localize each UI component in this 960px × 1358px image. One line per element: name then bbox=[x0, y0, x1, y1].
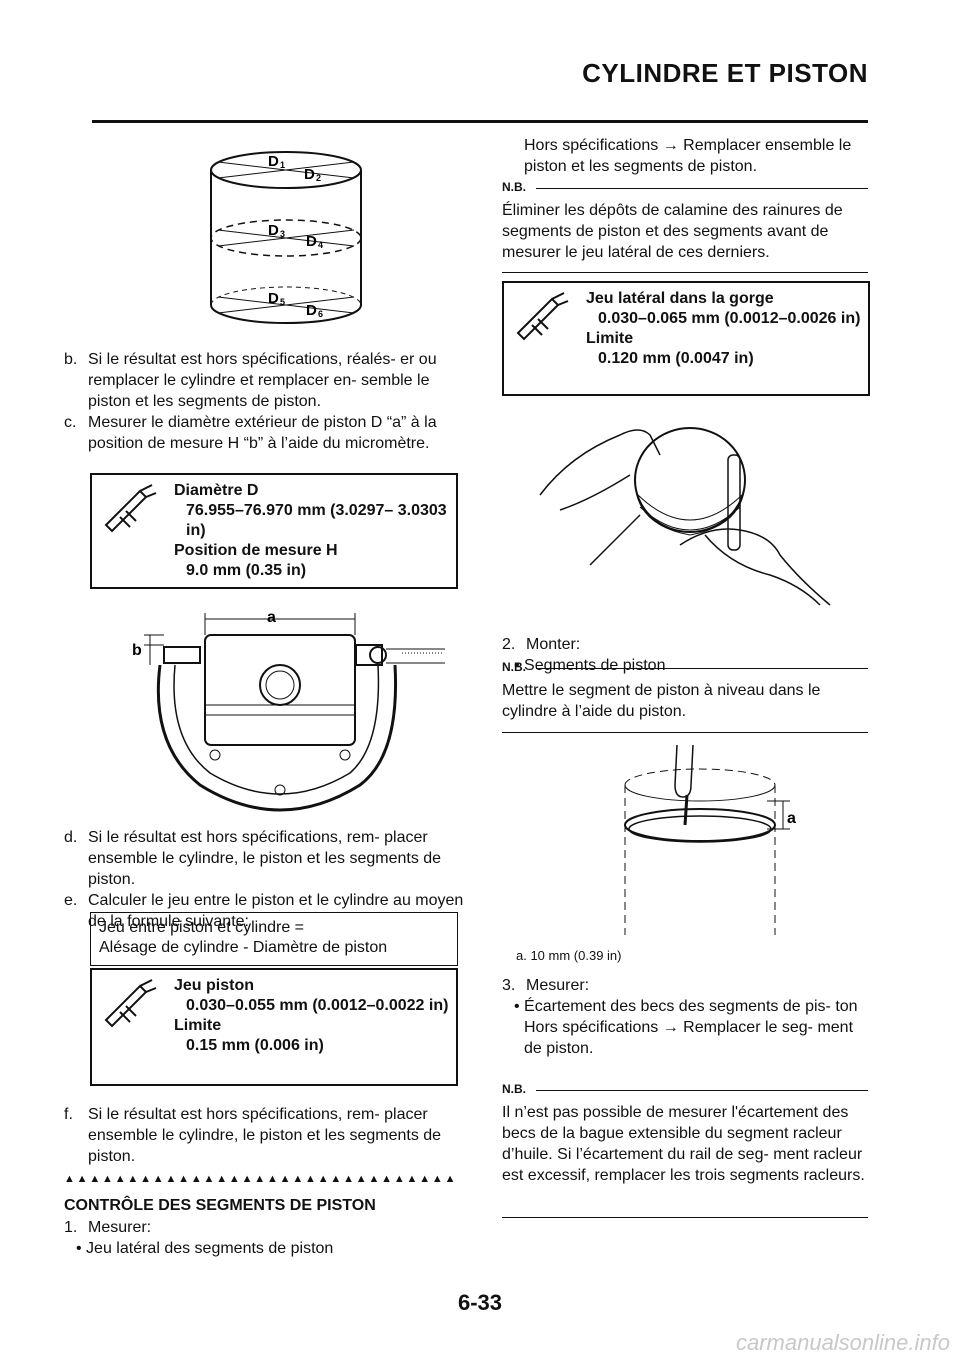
caliper-icon bbox=[104, 484, 157, 533]
step-2: 2.Monter: • Segments de piston bbox=[502, 636, 666, 674]
step-d: d.Si le résultat est hors spécifications… bbox=[64, 829, 442, 888]
spec-box-ring-side-clearance: Jeu latéral dans la gorge 0.030–0.065 mm… bbox=[502, 281, 870, 396]
svg-text:1: 1 bbox=[280, 160, 285, 170]
step-f: f.Si le résultat est hors spécifications… bbox=[64, 1106, 442, 1165]
step-c: c.Mesurer le diamètre extérieur de pisto… bbox=[64, 414, 437, 452]
note-2-rule bbox=[502, 732, 868, 733]
note-1: N.B. Éliminer les dépôts de calamine des… bbox=[502, 180, 868, 263]
label-b: b bbox=[132, 642, 142, 659]
note-2: N.B. Mettre le segment de piston à nivea… bbox=[502, 660, 868, 722]
note-1-rule bbox=[502, 272, 868, 273]
step-1: 1.Mesurer: • Jeu latéral des segments de… bbox=[64, 1219, 334, 1257]
cylinder-diagram: D 1 D 2 D 3 D 4 D 5 D 6 bbox=[210, 151, 362, 324]
label-d6: D bbox=[306, 302, 317, 319]
svg-text:2: 2 bbox=[316, 173, 321, 183]
figure-caption: a. 10 mm (0.39 in) bbox=[516, 948, 622, 963]
formula-box: Jeu entre piston et cylindre = Alésage d… bbox=[90, 912, 458, 966]
hors-spec-text: Hors spécifications → Remplacer ensemble… bbox=[524, 137, 852, 175]
micrometer-piston-diagram: a b bbox=[132, 609, 445, 812]
caliper-icon bbox=[104, 979, 157, 1028]
step-3: 3.Mesurer: • Écartement des becs des seg… bbox=[502, 977, 858, 1057]
note-3: N.B. Il n’est pas possible de mesurer l'… bbox=[502, 1082, 868, 1186]
page-title: CYLINDRE ET PISTON bbox=[582, 58, 868, 88]
spec-box-piston-clearance: Jeu piston 0.030–0.055 mm (0.0012–0.0022… bbox=[90, 968, 458, 1086]
note-3-rule bbox=[502, 1217, 868, 1218]
label-d3: D bbox=[268, 222, 279, 239]
header-rule bbox=[92, 120, 868, 123]
label-d1: D bbox=[268, 153, 279, 170]
caliper-icon bbox=[516, 292, 569, 341]
step-b: b.Si le résultat est hors spécifications… bbox=[64, 351, 437, 410]
separator-triangles: ▲▲▲▲▲▲▲▲▲▲▲▲▲▲▲▲▲▲▲▲▲▲▲▲▲▲▲▲▲▲▲ bbox=[64, 1173, 458, 1185]
svg-text:5: 5 bbox=[280, 297, 285, 307]
page-number: 6-33 bbox=[457, 1290, 503, 1315]
step-e: e.Calculer le jeu entre le piston et le … bbox=[64, 892, 464, 930]
label-a: a bbox=[267, 609, 276, 626]
section-title: CONTRÔLE DES SEGMENTS DE PISTON bbox=[64, 1197, 376, 1214]
svg-text:6: 6 bbox=[318, 309, 323, 319]
spec-box-piston-diameter: Diamètre D 76.955–76.970 mm (3.0297– 3.0… bbox=[90, 473, 458, 589]
ring-cylinder-diagram: a bbox=[624, 745, 796, 935]
svg-text:3: 3 bbox=[280, 229, 285, 239]
label-a: a bbox=[787, 810, 796, 827]
label-d4: D bbox=[306, 233, 317, 250]
watermark: carmanualsonline.info bbox=[735, 1330, 950, 1355]
feeler-gauge-diagram bbox=[539, 427, 831, 606]
label-d2: D bbox=[304, 166, 315, 183]
svg-text:4: 4 bbox=[318, 240, 323, 250]
label-d5: D bbox=[268, 290, 279, 307]
